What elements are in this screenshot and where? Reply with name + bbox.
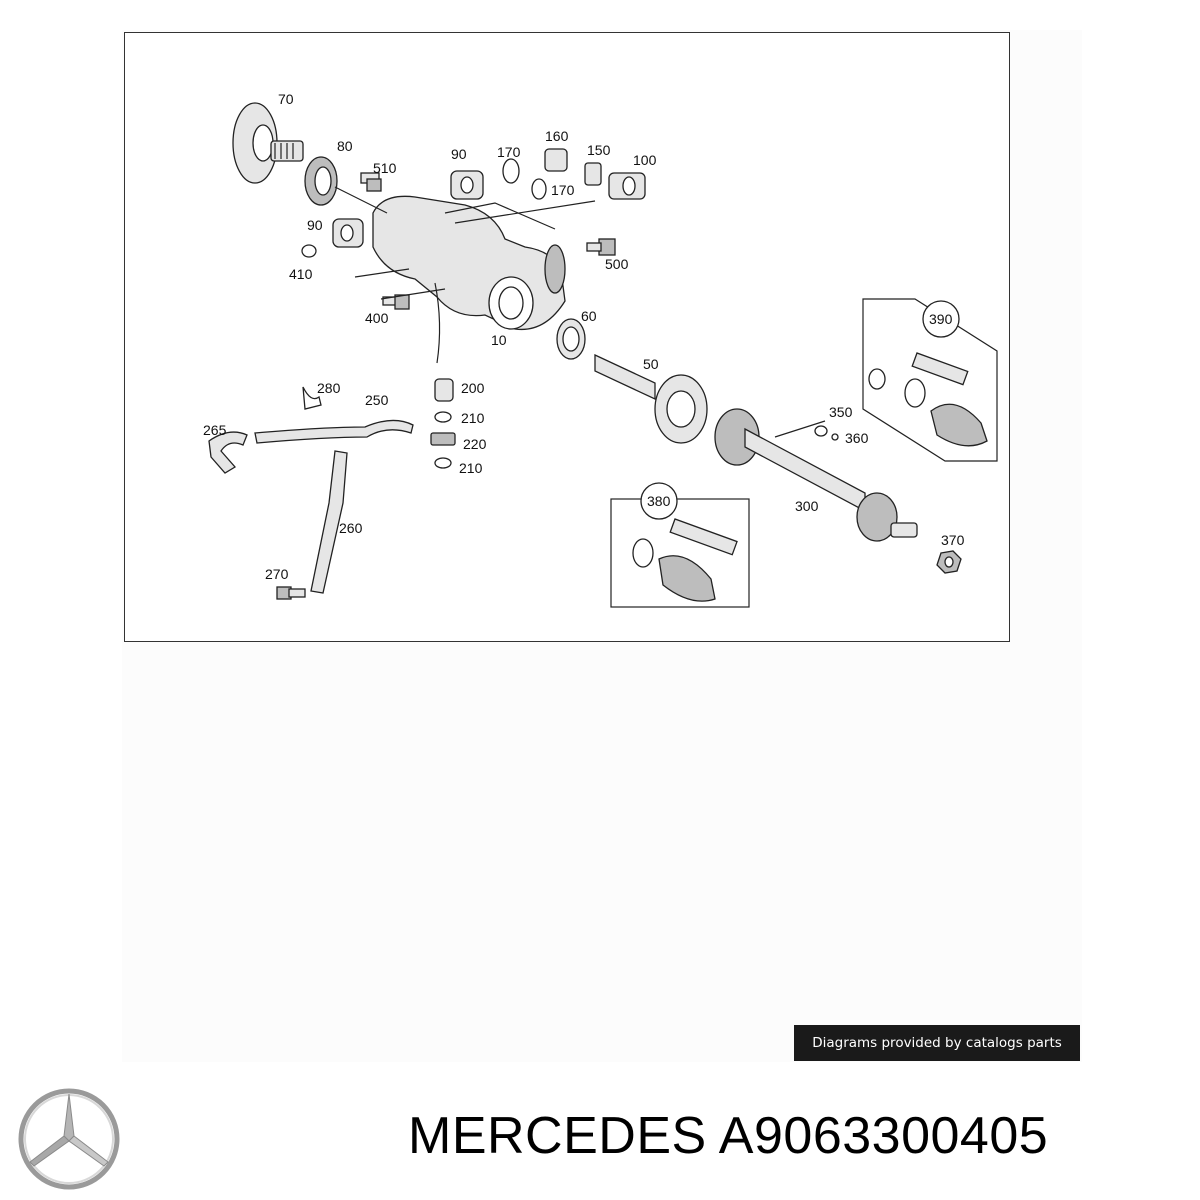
nut-part-370 xyxy=(936,550,962,574)
label-410: 410 xyxy=(289,266,313,282)
bushing-part-90-upper xyxy=(450,170,484,200)
repair-kit-box-390 xyxy=(862,298,998,462)
bracket-part-260 xyxy=(310,450,348,594)
differential-housing-part-10 xyxy=(372,195,566,364)
brand-name: MERCEDES xyxy=(408,1107,707,1165)
exploded-view-drawing: 70 80 510 90 170 160 150 100 170 90 410 … xyxy=(203,91,998,608)
parts-diagram: 70 80 510 90 170 160 150 100 170 90 410 … xyxy=(124,32,1010,642)
label-210-lower: 210 xyxy=(459,460,483,476)
label-270: 270 xyxy=(265,566,289,582)
label-400: 400 xyxy=(365,310,389,326)
label-50: 50 xyxy=(643,356,659,372)
vent-cap-part-200 xyxy=(434,378,454,402)
label-220: 220 xyxy=(463,436,487,452)
label-170-lower: 170 xyxy=(551,182,575,198)
part-number: A9063300405 xyxy=(718,1107,1049,1165)
bushing-part-150 xyxy=(584,162,602,186)
label-510: 510 xyxy=(373,160,397,176)
hose-part-265 xyxy=(208,431,248,474)
clip-part-350 xyxy=(814,425,828,437)
hose-part-250 xyxy=(254,419,414,444)
ring-part-170-lower xyxy=(531,178,547,200)
bushing-part-100 xyxy=(608,172,646,200)
label-250: 250 xyxy=(365,392,389,408)
label-100: 100 xyxy=(633,152,657,168)
label-210-upper: 210 xyxy=(461,410,485,426)
diagram-credit-badge: Diagrams provided by catalogs parts xyxy=(794,1025,1080,1061)
label-80: 80 xyxy=(337,138,353,154)
drive-shaft-part-300 xyxy=(714,408,918,542)
seal-part-60 xyxy=(556,318,586,360)
label-360: 360 xyxy=(845,430,869,446)
label-170-upper: 170 xyxy=(497,144,521,160)
label-70: 70 xyxy=(278,91,294,107)
mercedes-star-logo-icon xyxy=(18,1088,120,1190)
label-60: 60 xyxy=(581,308,597,324)
label-90-upper: 90 xyxy=(451,146,467,162)
bushing-part-90-lower xyxy=(332,218,364,248)
label-260: 260 xyxy=(339,520,363,536)
label-160: 160 xyxy=(545,128,569,144)
callout-circle-380 xyxy=(640,482,678,520)
label-150: 150 xyxy=(587,142,611,158)
flange-part-70 xyxy=(232,102,304,184)
washer-part-210-upper xyxy=(434,411,452,423)
label-370: 370 xyxy=(941,532,965,548)
label-500: 500 xyxy=(605,256,629,272)
product-title: MERCEDES A9063300405 xyxy=(408,1106,1048,1166)
bolt-part-500 xyxy=(586,238,616,256)
fitting-part-220 xyxy=(430,432,456,446)
repair-kit-box-380 xyxy=(610,498,750,608)
label-10: 10 xyxy=(491,332,507,348)
callout-circle-390 xyxy=(922,300,960,338)
label-280: 280 xyxy=(317,380,341,396)
seal-part-80 xyxy=(304,156,338,206)
bolt-part-510 xyxy=(360,172,382,192)
clip-part-360 xyxy=(831,433,839,441)
label-350: 350 xyxy=(829,404,853,420)
washer-part-210-lower xyxy=(434,457,452,469)
label-390: 390 xyxy=(929,311,953,327)
bushing-part-160 xyxy=(544,148,568,172)
label-90-lower: 90 xyxy=(307,217,323,233)
bolt-part-270 xyxy=(276,586,306,600)
clamp-part-280 xyxy=(302,386,322,410)
label-380: 380 xyxy=(647,493,671,509)
label-265: 265 xyxy=(203,422,227,438)
ring-part-170-upper xyxy=(502,158,520,184)
label-200: 200 xyxy=(461,380,485,396)
axle-shaft-part-50 xyxy=(594,353,708,444)
washer-part-410 xyxy=(301,244,317,258)
label-300: 300 xyxy=(795,498,819,514)
